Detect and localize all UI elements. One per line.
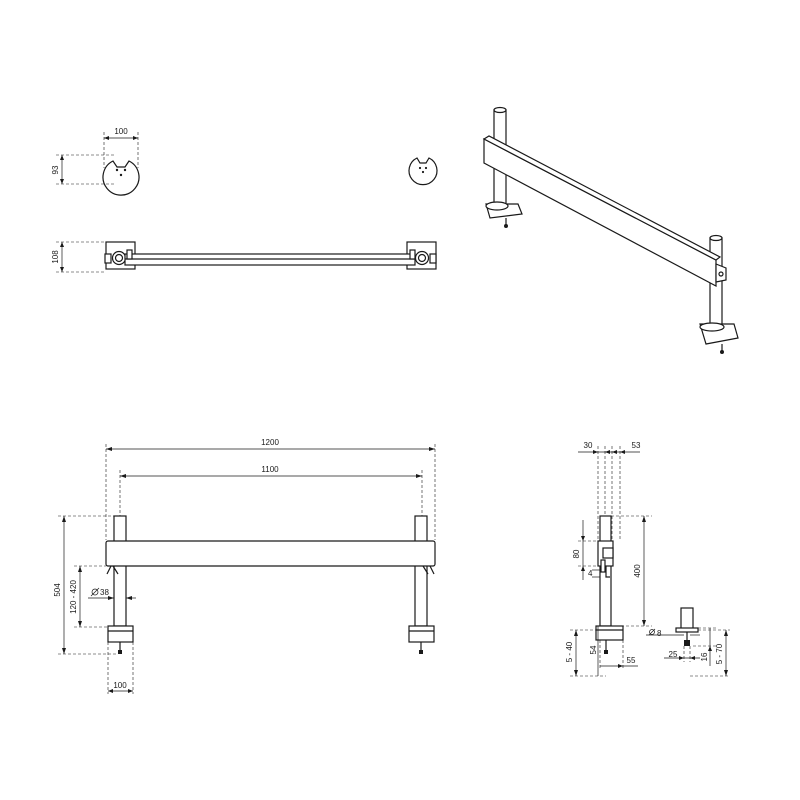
dim-bolt-width: 25: [669, 650, 678, 659]
front-view: 1200 1100 504: [53, 438, 436, 694]
dim-disc-width: 100: [114, 127, 128, 136]
dim-top-view-height: 108: [51, 250, 60, 264]
top-view-assembly: 108: [51, 241, 437, 273]
dim-clamp-range-detail: 5 - 70: [715, 643, 724, 664]
dim-bolt-diameter: 8: [657, 629, 662, 638]
dim-clamp-height: 54: [589, 645, 598, 654]
disc-top-view: 100 93: [51, 127, 140, 196]
dim-clamp-range: 5 - 40: [565, 641, 574, 662]
dim-pole-height: 400: [633, 564, 642, 578]
dim-overall-width: 1200: [261, 438, 279, 447]
disc-top-view-right: [408, 157, 438, 186]
dim-pole-diameter: 38: [100, 588, 109, 597]
isometric-view: [482, 106, 739, 354]
dim-bracket-gap: 4: [588, 569, 593, 578]
dim-pole-spacing: 1100: [261, 465, 279, 474]
dim-disc-height: 93: [51, 165, 60, 174]
dim-bar-height-range: 120 - 420: [69, 580, 78, 614]
dim-bracket-height: 80: [572, 549, 581, 558]
dim-base-width: 100: [113, 681, 127, 690]
side-view: 30 53 80 4 400: [565, 441, 652, 677]
clamp-bolt-detail: 8 25 16 5 - 70: [646, 607, 730, 677]
dim-clamp-depth: 55: [627, 656, 636, 665]
dim-total-height: 504: [53, 583, 62, 597]
dim-side-offset: 53: [632, 441, 641, 450]
dim-side-bar-depth: 30: [584, 441, 593, 450]
dim-bolt-height: 16: [700, 652, 709, 661]
